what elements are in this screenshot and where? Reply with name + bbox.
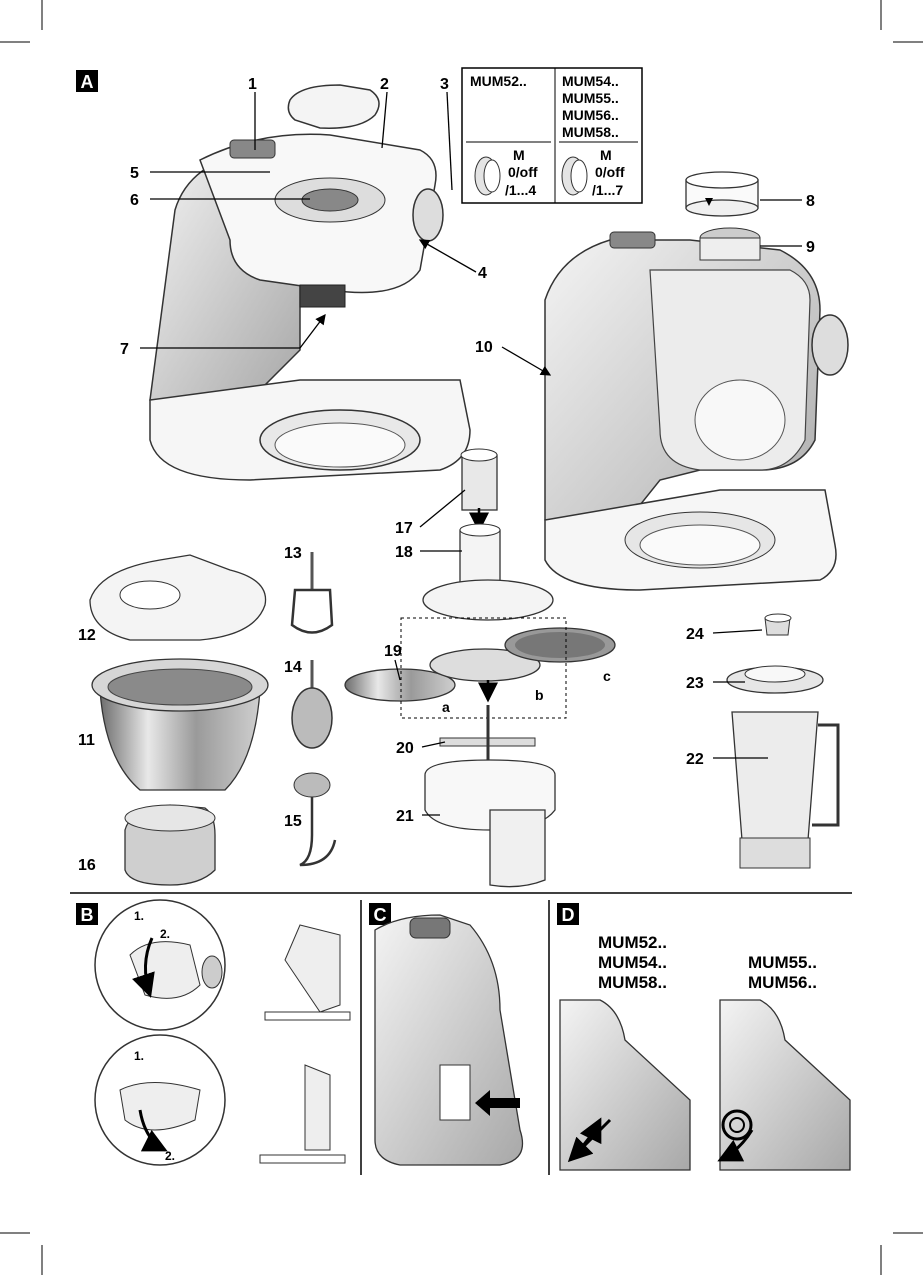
- callout-numbers: 1 2 3 4 5 6 7 8 9 10 11 12 13 14 15 16 1…: [78, 76, 815, 874]
- table-right-model-1: MUM54..: [562, 73, 619, 89]
- callout-4: 4: [478, 265, 487, 282]
- table-left-model: MUM52..: [470, 73, 527, 89]
- table-right-model-3: MUM56..: [562, 107, 619, 123]
- section-a-marker: A: [76, 70, 98, 92]
- d-left-model-2: MUM54..: [598, 953, 667, 972]
- step-b-1: 1.: [134, 909, 144, 923]
- svg-text:B: B: [81, 905, 94, 925]
- knob-icon-right: [561, 156, 588, 196]
- table-right-setting-range: /1...7: [592, 182, 623, 198]
- section-c-marker: C: [369, 903, 391, 925]
- callout-21: 21: [396, 808, 414, 825]
- svg-text:D: D: [562, 905, 575, 925]
- part-14-whisk: [291, 660, 333, 749]
- table-left-setting-off: 0/off: [508, 164, 538, 180]
- food-processor-parts: [344, 448, 616, 888]
- knob-icon-left: [474, 156, 501, 196]
- part-11-bowl: [91, 658, 269, 791]
- d-left-model-1: MUM52..: [598, 933, 667, 952]
- callout-5: 5: [130, 165, 139, 182]
- callout-20: 20: [396, 740, 414, 757]
- callout-3: 3: [440, 76, 449, 93]
- part-13-beater: [290, 552, 334, 634]
- mixer-side-illustration: [544, 227, 849, 591]
- table-left-setting-range: /1...4: [505, 182, 536, 198]
- step-b-1-second: 1.: [134, 1049, 144, 1063]
- callout-labels: [140, 91, 802, 816]
- callout-16: 16: [78, 857, 96, 874]
- section-d-illustrations: [559, 999, 851, 1171]
- callout-24: 24: [686, 626, 704, 643]
- blender-parts: [726, 613, 840, 869]
- callout-6: 6: [130, 192, 139, 209]
- callout-18: 18: [395, 544, 413, 561]
- callout-19-c: c: [603, 668, 611, 684]
- d-right-model-2: MUM56..: [748, 973, 817, 992]
- callout-7: 7: [120, 341, 129, 358]
- part-8-cap: [685, 171, 759, 217]
- d-right-model-1: MUM55..: [748, 953, 817, 972]
- table-right-setting-off: 0/off: [595, 164, 625, 180]
- section-d-models: MUM52.. MUM54.. MUM58.. MUM55.. MUM56..: [598, 933, 817, 992]
- section-c-illustration: [374, 914, 524, 1166]
- section-b-marker: B: [76, 903, 98, 925]
- step-b-2-second: 2.: [165, 1149, 175, 1163]
- part-12-opening: [119, 580, 181, 610]
- callout-11: 11: [78, 732, 95, 749]
- callout-19-b: b: [535, 687, 544, 703]
- mixer-front-illustration: [149, 84, 471, 481]
- callout-14: 14: [284, 659, 302, 676]
- callout-19: 19: [384, 643, 402, 660]
- callout-19-a: a: [442, 699, 450, 715]
- part-16-cover-bag: [124, 804, 216, 886]
- svg-text:C: C: [374, 905, 387, 925]
- callout-2: 2: [380, 76, 389, 93]
- callout-15: 15: [284, 813, 302, 830]
- table-left-setting-m: M: [513, 147, 525, 163]
- section-d-marker: D: [557, 903, 579, 925]
- callout-17: 17: [395, 520, 413, 537]
- model-table: MUM52.. MUM54.. MUM55.. MUM56.. MUM58.. …: [461, 67, 643, 204]
- part-15-dough-hook: [293, 772, 337, 867]
- table-right-model-2: MUM55..: [562, 90, 619, 106]
- section-b-illustrations: 1. 2. 1. 2.: [94, 899, 351, 1166]
- callout-23: 23: [686, 675, 704, 692]
- table-right-setting-m: M: [600, 147, 612, 163]
- callout-13: 13: [284, 545, 302, 562]
- callout-8: 8: [806, 193, 815, 210]
- callout-9: 9: [806, 239, 815, 256]
- svg-text:A: A: [81, 72, 94, 92]
- table-right-model-4: MUM58..: [562, 124, 619, 140]
- callout-12: 12: [78, 627, 96, 644]
- callout-22: 22: [686, 751, 704, 768]
- step-b-2: 2.: [160, 927, 170, 941]
- callout-1: 1: [248, 76, 257, 93]
- callout-10: 10: [475, 339, 493, 356]
- d-left-model-3: MUM58..: [598, 973, 667, 992]
